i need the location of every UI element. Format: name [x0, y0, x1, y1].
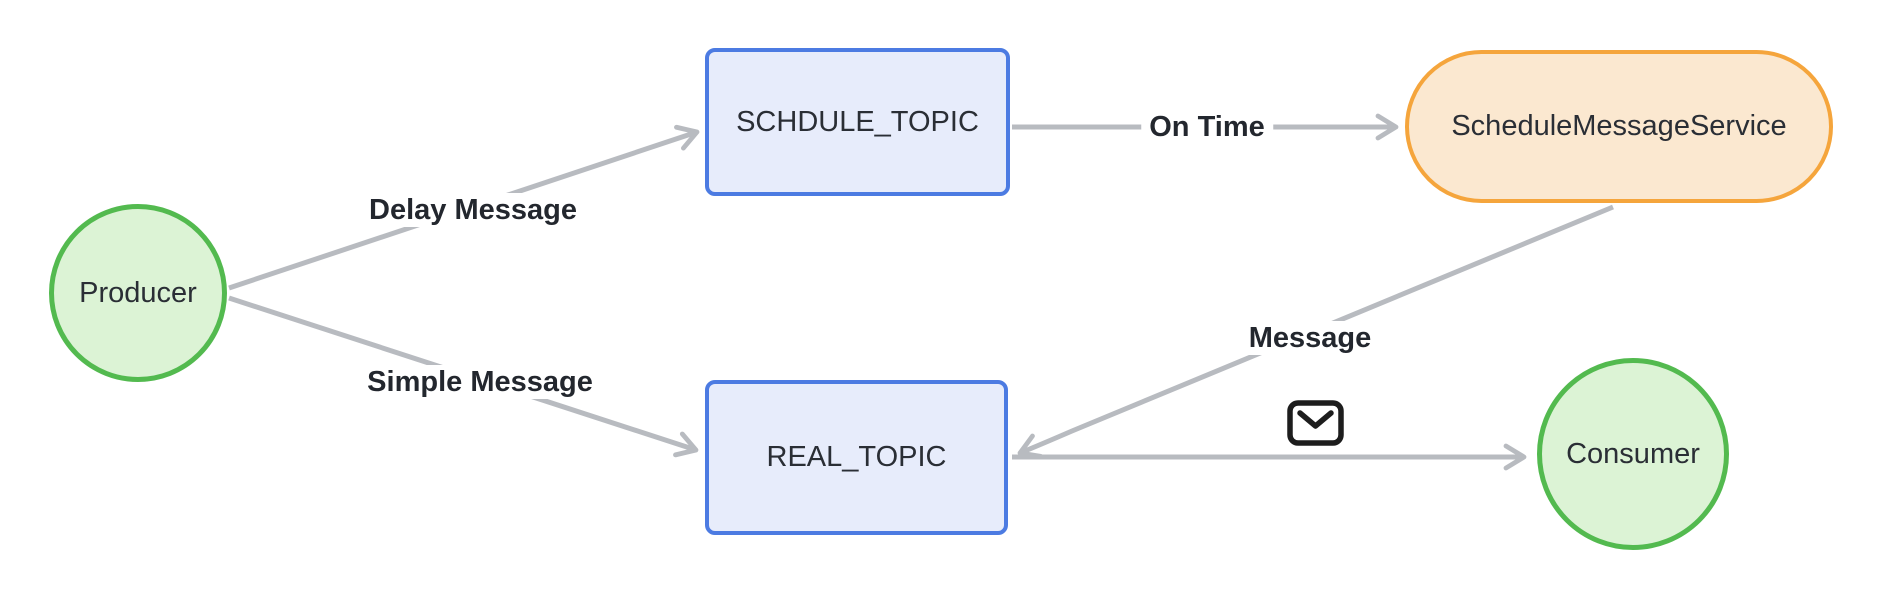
- node-schedule-message-service: ScheduleMessageService: [1405, 50, 1833, 203]
- edge-label-on-time: On Time: [1141, 110, 1273, 144]
- edge-label-simple-message: Simple Message: [359, 365, 601, 399]
- edge-service-real-topic: [1017, 204, 1614, 459]
- edge-label-delay-message: Delay Message: [361, 193, 585, 227]
- node-consumer: Consumer: [1537, 358, 1729, 550]
- edge-label-message: Message: [1240, 321, 1380, 355]
- node-schedule-topic-label: SCHDULE_TOPIC: [736, 105, 979, 138]
- node-producer: Producer: [49, 204, 227, 382]
- envelope-icon: [1287, 400, 1344, 446]
- node-producer-label: Producer: [79, 276, 197, 309]
- node-real-topic: REAL_TOPIC: [705, 380, 1008, 535]
- node-schedule-message-service-label: ScheduleMessageService: [1451, 110, 1787, 142]
- node-schedule-topic: SCHDULE_TOPIC: [705, 48, 1010, 196]
- node-real-topic-label: REAL_TOPIC: [766, 441, 947, 473]
- node-consumer-label: Consumer: [1566, 437, 1700, 470]
